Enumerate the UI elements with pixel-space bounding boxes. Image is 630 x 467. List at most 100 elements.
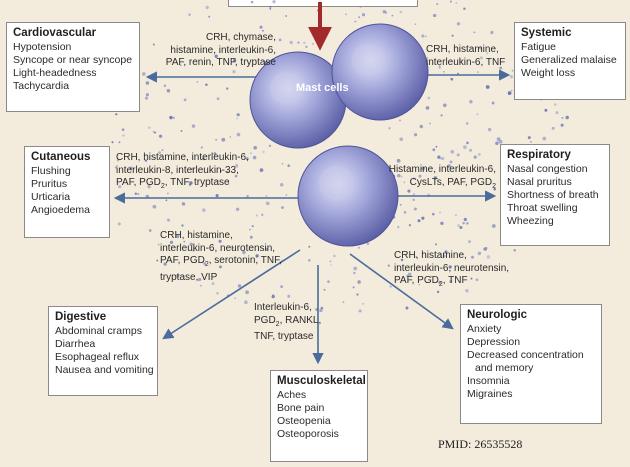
granule-dot: [454, 214, 457, 217]
granule-dot: [408, 224, 412, 227]
granule-dot: [433, 176, 438, 180]
list-item: Diarrhea: [55, 338, 96, 350]
granule-dot: [280, 285, 283, 288]
granule-dot: [249, 228, 251, 231]
granule-dot: [435, 145, 438, 148]
granule-dot: [252, 155, 257, 160]
granule-dot: [463, 217, 467, 222]
mediator-line: Interleukin-6,: [254, 302, 312, 313]
granule-dot: [388, 127, 391, 130]
granule-dot: [297, 41, 300, 44]
box-title: Digestive: [55, 311, 107, 323]
granule-dot: [477, 152, 481, 156]
granule-dots: [98, 0, 581, 313]
mediators-cardiovascular: CRH, chymase, histamine, interleukin-6, …: [140, 32, 276, 70]
list-item: Urticaria: [31, 191, 71, 203]
granule-dot: [236, 117, 239, 120]
granule-dot: [412, 177, 415, 180]
arrow-neurologic: [349, 253, 454, 330]
granule-dot: [221, 137, 226, 142]
granule-dot: [214, 54, 218, 58]
granule-dot: [456, 153, 460, 157]
box-respiratory: Respiratory Nasal congestion Nasal pruri…: [500, 144, 610, 246]
granule-dot: [455, 2, 458, 4]
mediators-respiratory: Histamine, interleukin-6, CysLTs, PAF, P…: [372, 164, 496, 193]
box-title: Neurologic: [467, 309, 528, 321]
granule-dot: [285, 15, 288, 17]
granule-dot: [490, 30, 494, 35]
granule-dot: [264, 61, 267, 65]
granule-dot: [169, 240, 174, 245]
granule-dot: [154, 156, 157, 159]
granule-dot: [200, 284, 202, 287]
granule-dot: [198, 277, 202, 282]
granule-dot: [511, 69, 514, 72]
granule-dot: [179, 64, 182, 67]
granule-dot: [255, 256, 258, 258]
granule-dot: [118, 141, 121, 144]
granule-dot: [565, 115, 569, 120]
granule-dot: [203, 262, 206, 265]
granule-dot: [233, 58, 237, 62]
mediator-line: interleukin-8, interleukin-33,: [116, 164, 239, 176]
mast-cell-right: [331, 23, 429, 121]
mediator-line: TNF, tryptase: [254, 331, 314, 342]
granule-dot: [202, 208, 206, 212]
mediator-line: CRH, chymase,: [205, 32, 276, 43]
granule-dot: [205, 5, 209, 10]
granule-dot: [115, 113, 118, 116]
granule-dot: [413, 193, 415, 196]
granule-dot: [226, 171, 229, 173]
granule-dot: [134, 192, 137, 195]
granule-dot: [218, 239, 222, 243]
granule-dot: [250, 0, 254, 4]
granule-dot: [148, 229, 152, 232]
granule-dot: [358, 309, 362, 313]
top-source-box-edge: [228, 0, 418, 7]
granule-dot: [473, 155, 477, 159]
granule-dot: [215, 138, 217, 141]
granule-dot: [466, 222, 469, 225]
granule-dot: [456, 22, 461, 26]
mediator-line: PGD2, RANKL,: [254, 314, 322, 328]
granule-dot: [344, 13, 347, 16]
granule-dot: [491, 224, 496, 228]
granule-dot: [471, 255, 474, 259]
granule-dot: [510, 89, 513, 92]
granule-dot: [189, 242, 193, 247]
granule-dot: [152, 43, 155, 46]
mediators-musculoskeletal: Interleukin-6, PGD2, RANKL, TNF, tryptas…: [254, 302, 321, 344]
granule-dot: [227, 181, 230, 184]
mediator-line: CRH, histamine,: [394, 250, 467, 261]
granule-dot: [440, 221, 444, 226]
granule-dot: [462, 221, 465, 225]
granule-dot: [465, 288, 469, 293]
box-title: Musculoskeletal: [277, 375, 366, 387]
granule-dot: [226, 87, 229, 90]
granule-dot: [357, 246, 360, 249]
granule-dot: [262, 29, 264, 32]
granule-dot: [397, 173, 401, 178]
mast-cells-label: Mast cells: [296, 82, 349, 94]
granule-dot: [468, 240, 471, 244]
granule-dot: [320, 306, 324, 310]
granule-dot: [121, 128, 125, 132]
granule-dot: [469, 99, 473, 104]
granule-dot: [311, 42, 315, 45]
granule-dot: [249, 235, 253, 239]
granule-dot: [234, 297, 237, 300]
granule-dot: [427, 96, 431, 100]
granule-dot: [211, 282, 215, 286]
granule-dot: [475, 278, 479, 282]
list-item: Hypotension: [13, 41, 72, 53]
granule-dot: [269, 5, 272, 8]
granule-dot: [448, 265, 452, 269]
pmid-citation: PMID: 26535528: [438, 437, 523, 451]
granule-dot: [169, 115, 173, 120]
granule-dot: [436, 3, 439, 6]
mast-cell-bottom: [297, 145, 399, 247]
granule-dot: [442, 103, 447, 108]
granule-dot: [387, 264, 390, 267]
list-item: Light-headedness: [13, 67, 97, 79]
mediator-line: CysLTs, PAF, PGD2: [409, 176, 496, 190]
